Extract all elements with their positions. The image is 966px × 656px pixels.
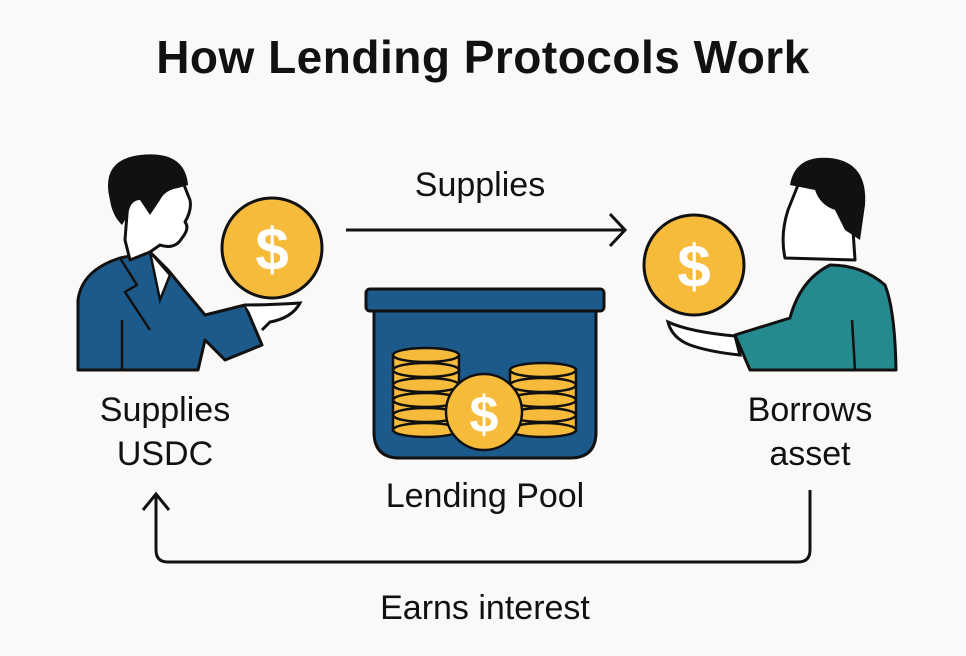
borrower-label-line2: asset: [769, 435, 851, 473]
borrower-label: Borrows asset: [700, 388, 920, 476]
lender-person-icon: [76, 154, 303, 372]
borrower-coin-icon: $: [642, 213, 746, 317]
diagram-title: How Lending Protocols Work: [156, 31, 810, 83]
svg-text:$: $: [677, 233, 710, 300]
supplies-arrow-icon: [346, 212, 628, 248]
supplies-flow-label: Supplies: [414, 166, 546, 204]
borrower-person-icon: [665, 157, 898, 372]
svg-text:$: $: [255, 216, 288, 283]
borrower-label-line1: Borrows: [747, 391, 873, 429]
earns-interest-arrow-icon: [141, 490, 812, 564]
lender-label-line1: Supplies: [99, 391, 231, 429]
svg-text:$: $: [470, 386, 499, 444]
lender-coin-icon: $: [220, 196, 324, 300]
lending-pool-icon: $: [364, 287, 606, 460]
lender-label: Supplies USDC: [55, 388, 275, 476]
lender-label-line2: USDC: [116, 435, 214, 473]
earns-interest-label: Earns interest: [380, 589, 590, 627]
lending-pool-label: Lending Pool: [385, 477, 585, 515]
